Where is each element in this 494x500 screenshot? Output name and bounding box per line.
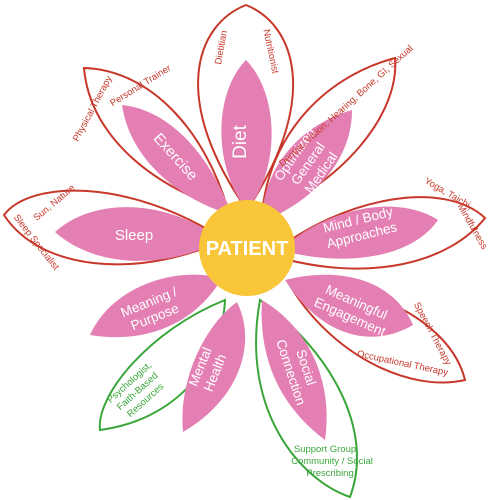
outer-engagement-2: Occupational Therapy	[356, 349, 449, 379]
petal-medical	[262, 110, 352, 222]
outer-social-2: Community / Social	[291, 456, 373, 467]
outer-sleep-2: Sun, Nature	[31, 183, 77, 224]
outer-mental: Psychologist, Faith-Based Resources	[105, 360, 166, 420]
outer-social-1: Support Group	[294, 444, 356, 455]
outer-social-3: Prescribing	[306, 468, 354, 479]
label-sleep: Sleep	[115, 227, 153, 244]
outer-diet-2: Nutritionist	[260, 28, 280, 75]
outer-petal-social	[255, 298, 358, 499]
petal-engagement	[285, 274, 413, 337]
petal-meaning	[90, 274, 222, 338]
outer-diet-1: Dietitian	[213, 30, 230, 66]
petal-diet	[221, 60, 272, 210]
outer-medical-1: Dentist, Vision, Hearing, Bone, GI, Sexu…	[277, 43, 415, 169]
petal-mindbody	[280, 206, 438, 259]
patient-label: PATIENT	[206, 238, 289, 260]
outer-petal-mental	[98, 298, 227, 432]
patient-center	[199, 200, 295, 296]
petal-sleep	[55, 207, 222, 261]
petal-mental	[182, 302, 246, 432]
petal-exercise	[122, 105, 232, 215]
label-diet: Diet	[230, 124, 251, 159]
petal-social	[261, 300, 327, 440]
outer-engagement-1: Speech Therapy	[411, 301, 453, 368]
